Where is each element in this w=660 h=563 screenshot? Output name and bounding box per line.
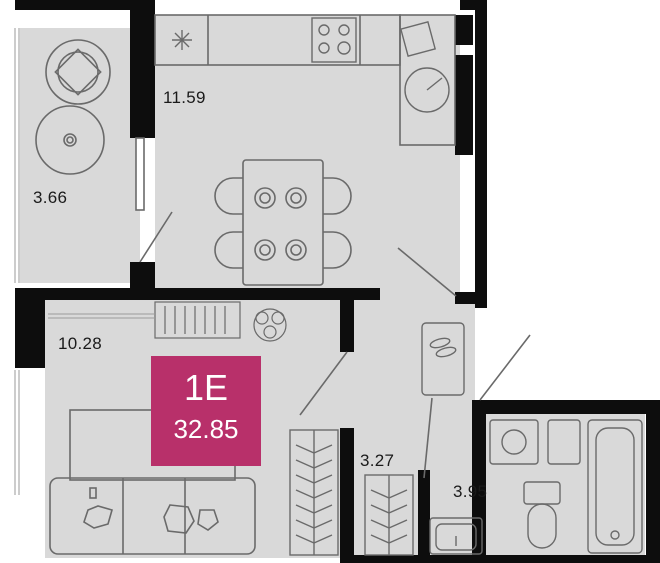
walls xyxy=(15,0,660,563)
wall-right-block-2 xyxy=(455,55,473,155)
apartment-badge: 1E 32.85 xyxy=(151,356,261,466)
wall-hall-stub xyxy=(455,292,475,304)
room-area-balcony: 3.66 xyxy=(33,188,68,207)
wall-mid-horizontal xyxy=(15,288,380,300)
balcony-door xyxy=(135,137,173,263)
bedroom-door xyxy=(299,351,348,416)
sink-icon xyxy=(399,20,450,113)
hall-door xyxy=(423,334,531,479)
room-area-bedroom: 10.28 xyxy=(58,334,103,353)
apartment-total-area: 32.85 xyxy=(173,414,239,444)
wall-kitchen-left xyxy=(130,0,155,138)
radiator xyxy=(154,301,241,339)
plant-icon xyxy=(253,308,287,342)
wardrobe-2 xyxy=(364,474,414,556)
toilet xyxy=(523,481,561,549)
balcony-table xyxy=(35,105,105,175)
dining-table xyxy=(214,159,352,286)
bedroom-window xyxy=(48,313,155,319)
balcony-floor xyxy=(20,28,140,283)
wall-hall-divider xyxy=(340,428,354,563)
bath-floor xyxy=(480,410,645,558)
shoe-mat xyxy=(421,322,465,396)
wall-hall-lower-right xyxy=(418,470,430,563)
wall-right-upper xyxy=(475,0,487,308)
kitchen-floor xyxy=(155,15,460,295)
bathtub xyxy=(587,419,643,554)
room-area-kitchen-living: 11.59 xyxy=(163,88,206,107)
wall-top-right xyxy=(460,0,485,10)
room-area-bathroom: 3.95 xyxy=(453,482,488,501)
balcony-window xyxy=(14,28,20,495)
washing-machine xyxy=(489,419,539,465)
wall-bedroom-stub xyxy=(340,300,354,352)
apartment-code: 1E xyxy=(183,367,229,408)
hall-lower-floor xyxy=(340,430,430,558)
balcony-chair xyxy=(45,39,111,105)
kitchen-door xyxy=(397,247,457,297)
wall-bath-right xyxy=(646,400,660,563)
wall-bath-top xyxy=(472,400,660,414)
wall-bottom-hall xyxy=(340,555,660,563)
wall-top-left xyxy=(15,0,155,10)
stove-icon xyxy=(311,17,357,63)
room-area-hallway: 3.27 xyxy=(360,451,395,470)
wardrobe-1 xyxy=(289,429,339,556)
sofa xyxy=(49,409,256,555)
cabinet xyxy=(547,419,581,465)
bath-sink xyxy=(429,517,483,555)
wall-left-lower xyxy=(15,288,45,368)
floors xyxy=(20,15,645,558)
kitchen-counter xyxy=(154,14,456,146)
wall-right-block-1 xyxy=(455,15,473,45)
fridge-icon xyxy=(172,30,192,50)
